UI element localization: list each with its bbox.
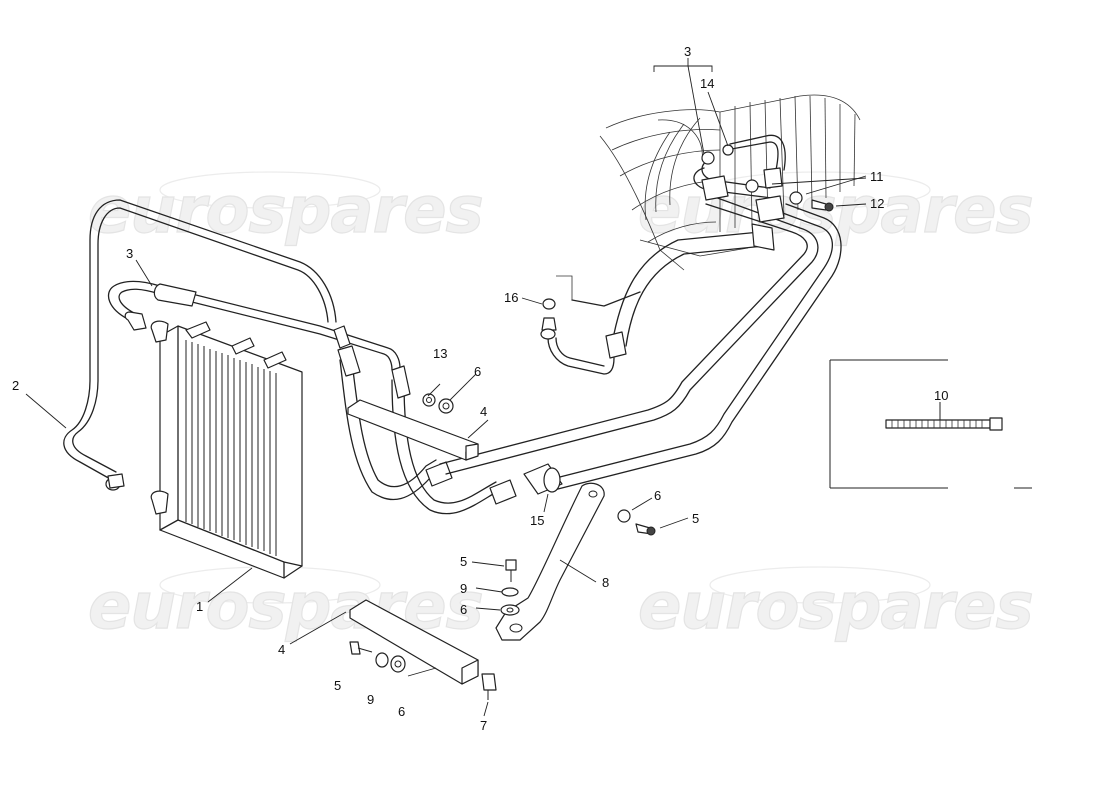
- callout-1: 1: [196, 599, 203, 614]
- callout-labels: 1 2 3 3 4 4 5 5 5 6 6 6 6 7 8 9 9 10 11 …: [12, 44, 948, 733]
- callout-2: 2: [12, 378, 19, 393]
- callout-5: 5: [692, 511, 699, 526]
- callout-6: 6: [654, 488, 661, 503]
- callout-9: 9: [460, 581, 467, 596]
- callout-4: 4: [480, 404, 487, 419]
- callout-16: 16: [504, 290, 518, 305]
- callout-7: 7: [480, 718, 487, 733]
- callout-4: 4: [278, 642, 285, 657]
- fasteners: [105, 144, 834, 700]
- bracket-lower: [349, 599, 479, 685]
- callout-11: 11: [870, 169, 884, 184]
- callout-5: 5: [460, 554, 467, 569]
- callout-9: 9: [367, 692, 374, 707]
- oil-lines: [63, 134, 842, 515]
- oil-cooler-radiator: [150, 320, 303, 579]
- inset-cable-tie: [829, 359, 1032, 489]
- watermark-group: eurospares eurospares eurospares eurospa…: [87, 171, 1034, 645]
- callout-14: 14: [700, 76, 714, 91]
- callout-6: 6: [474, 364, 481, 379]
- leader-lines: [25, 58, 867, 717]
- callout-8: 8: [602, 575, 609, 590]
- callout-5: 5: [334, 678, 341, 693]
- callout-3: 3: [126, 246, 133, 261]
- support-strap: [495, 482, 605, 641]
- transmission-housing: [599, 94, 861, 271]
- sleeve: [523, 463, 563, 495]
- watermark-text: eurospares: [638, 174, 1033, 248]
- watermark-text: eurospares: [638, 570, 1033, 644]
- callout-6: 6: [460, 602, 467, 617]
- callout-3: 3: [684, 44, 691, 59]
- callout-12: 12: [870, 196, 884, 211]
- callout-10: 10: [934, 388, 948, 403]
- callout-15: 15: [530, 513, 544, 528]
- callout-6: 6: [398, 704, 405, 719]
- watermark-text: eurospares: [88, 174, 483, 248]
- bracket-upper: [347, 399, 479, 461]
- callout-13: 13: [433, 346, 447, 361]
